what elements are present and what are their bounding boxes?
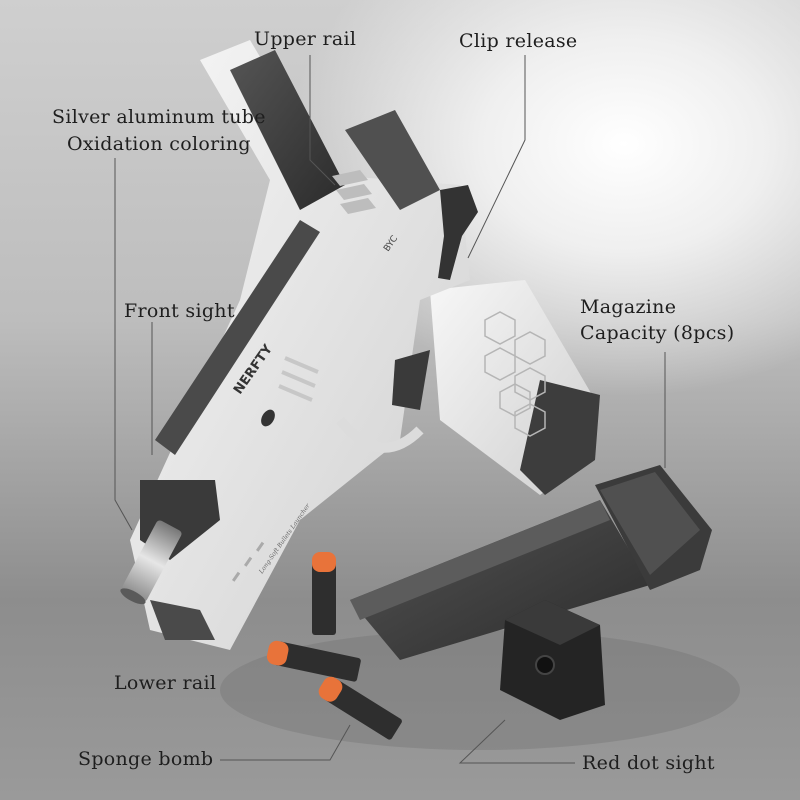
magazine xyxy=(350,465,712,660)
label-sponge-bomb: Sponge bomb xyxy=(78,748,214,770)
foam-dart xyxy=(312,552,336,635)
label-clip-release: Clip release xyxy=(459,30,578,52)
pistol-grip xyxy=(430,280,600,495)
label-magazine-line1: Magazine xyxy=(580,296,677,318)
leader-lines xyxy=(114,55,666,764)
label-red-dot-sight: Red dot sight xyxy=(582,752,715,774)
foam-dart xyxy=(266,640,361,682)
foam-dart xyxy=(318,676,402,740)
label-upper-rail: Upper rail xyxy=(254,28,357,50)
label-lower-rail: Lower rail xyxy=(114,672,217,694)
label-front-sight: Front sight xyxy=(124,300,235,322)
pistol-slide xyxy=(120,40,478,650)
label-silver-tube-line2: Oxidation coloring xyxy=(67,133,251,155)
red-dot-sight xyxy=(500,600,605,720)
label-magazine-line2: Capacity (8pcs) xyxy=(580,322,735,344)
label-silver-tube-line1: Silver aluminum tube xyxy=(52,106,266,128)
